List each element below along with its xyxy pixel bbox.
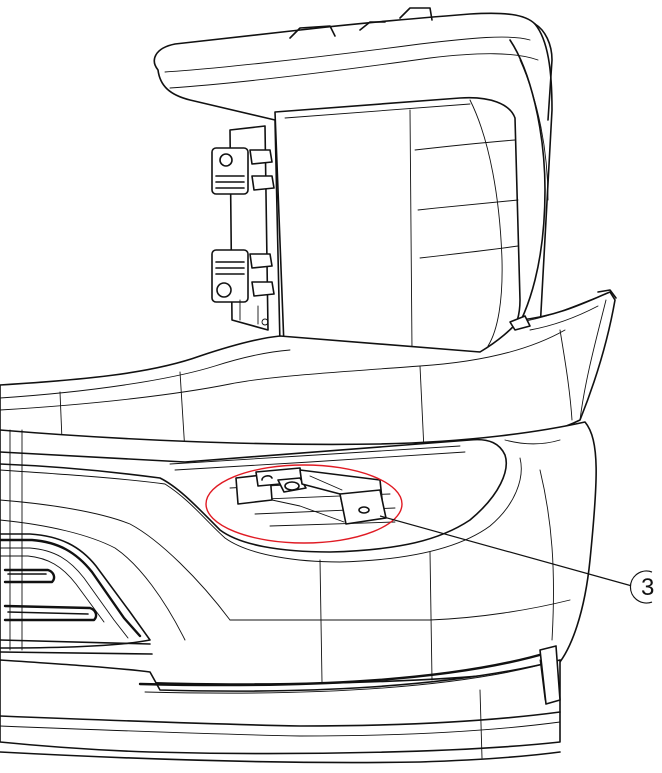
left-grille-detail: [0, 429, 153, 655]
callout-balloon-3: 3: [629, 570, 654, 604]
callout-leader-line: [379, 515, 633, 587]
callout-label: 3: [641, 574, 654, 601]
mounting-clips: [211, 125, 275, 331]
highlight-ellipse: [205, 464, 403, 544]
headlamp-assembly: [153, 7, 553, 373]
lower-valance: [0, 645, 561, 764]
tow-hook-bracket: [235, 467, 387, 525]
